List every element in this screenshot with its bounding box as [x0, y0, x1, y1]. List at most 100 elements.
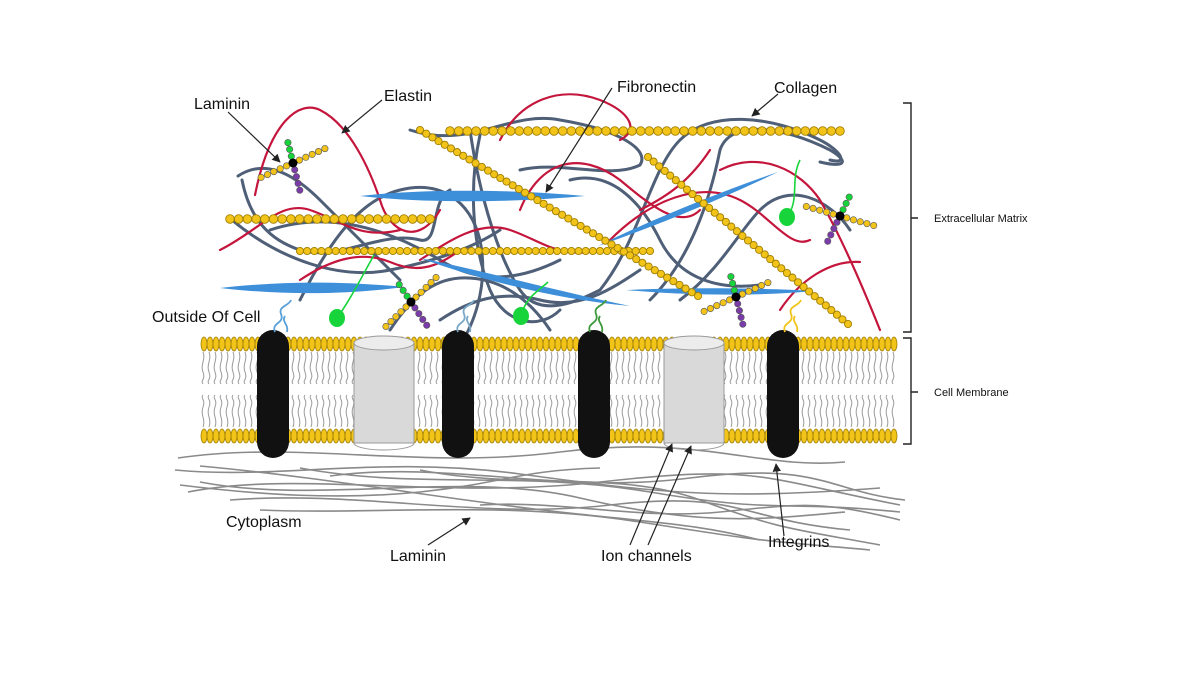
lipid-head	[866, 336, 874, 352]
collagen-bead	[592, 126, 603, 136]
lipid-tail	[213, 394, 217, 428]
collagen-bead	[826, 126, 837, 136]
collagen-fiber	[471, 133, 562, 324]
collagen-bead	[682, 185, 691, 194]
collagen-bead	[603, 246, 612, 256]
laminin-molecule	[700, 273, 772, 328]
collagen-bead	[471, 159, 480, 168]
collagen-fiber	[598, 117, 843, 292]
lipid-tail	[825, 351, 829, 385]
lipid-tail	[495, 394, 499, 428]
laminin-domain	[870, 221, 878, 229]
laminin-domain	[706, 305, 714, 313]
lipid-head	[614, 336, 622, 352]
ion-channel-top	[353, 335, 415, 351]
elastin-fiber	[518, 162, 702, 219]
integrin	[442, 330, 474, 458]
collagen-bead	[766, 255, 775, 264]
lipid-tail	[741, 351, 745, 385]
collagen-bead	[669, 277, 678, 286]
laminin-domain	[764, 279, 772, 287]
collagen-bead	[609, 126, 620, 136]
collagen-bead	[360, 246, 369, 256]
collagen-bead	[738, 231, 747, 240]
collagen-bead	[277, 214, 287, 224]
collagen-bead	[459, 151, 468, 160]
ligand-strand	[783, 299, 802, 333]
lipid-head	[212, 428, 220, 444]
lipid-head	[566, 336, 574, 352]
collagen-bead	[488, 126, 499, 136]
collagen-bead	[510, 246, 519, 256]
lipid-head	[482, 336, 490, 352]
lipid-tail	[633, 351, 637, 385]
collagen-bead	[679, 126, 689, 136]
collagen-bead	[324, 246, 333, 256]
green-ligand	[779, 159, 801, 226]
lipid-tail	[309, 351, 313, 385]
laminin-domain	[291, 166, 299, 174]
lipid-tail	[645, 351, 649, 385]
lipid-head	[878, 336, 886, 352]
lipid-tail	[207, 394, 211, 428]
lipid-head	[734, 336, 742, 352]
laminin-domain	[292, 173, 300, 181]
collagen-bead	[638, 246, 647, 256]
laminin-domain	[427, 278, 435, 286]
lipid-head	[242, 336, 250, 352]
lipid-head	[740, 336, 748, 352]
lipid-head	[638, 336, 646, 352]
lipid-head	[248, 428, 256, 444]
lipid-head	[626, 336, 634, 352]
laminin-domain	[719, 299, 727, 307]
cytoskeleton-fiber	[299, 467, 901, 513]
collagen-bead	[502, 177, 511, 186]
lipid-head	[740, 428, 748, 444]
collagen-bead	[481, 246, 490, 256]
collagen-bead-chain	[295, 246, 655, 256]
leader-laminin-top	[227, 111, 281, 163]
collagen-bead	[601, 126, 611, 136]
integrin-ligands	[273, 299, 802, 333]
lipid-tail	[417, 351, 421, 385]
lipid-head	[824, 428, 832, 444]
lipid-tail	[831, 351, 835, 385]
collagen-bead	[415, 125, 425, 135]
laminin-domain	[745, 287, 753, 295]
collagen-bead	[588, 246, 597, 256]
lipid-tail	[843, 394, 847, 428]
lipid-head	[860, 336, 868, 352]
collagen-bead	[465, 155, 474, 164]
lipid-tail	[651, 394, 655, 428]
collagen-bead	[310, 246, 319, 256]
collagen-bead	[760, 250, 769, 259]
lipid-tail	[651, 351, 655, 385]
lipid-head	[890, 428, 898, 444]
lipid-tail	[339, 351, 343, 385]
collagen-bead	[613, 243, 622, 253]
lipid-head	[344, 428, 352, 444]
lipid-tail	[741, 394, 745, 428]
collagen-bead	[632, 255, 641, 264]
lipid-tail	[231, 394, 235, 428]
bracket-lines	[903, 102, 918, 445]
collagen-bead	[381, 246, 390, 256]
collagen-bead	[497, 126, 507, 136]
laminin-domain	[809, 204, 817, 212]
collagen-bead	[765, 126, 776, 136]
elastin-fiber	[218, 207, 402, 252]
lipid-head	[476, 336, 484, 352]
lipid-head	[332, 336, 340, 352]
collagen-bead	[471, 126, 481, 136]
lipid-tail	[861, 394, 865, 428]
lipid-tail	[837, 394, 841, 428]
collagen-bead	[799, 282, 808, 291]
lipid-tail	[729, 394, 733, 428]
collagen-bead	[514, 184, 523, 194]
lipid-tail	[291, 394, 295, 428]
lipid-head	[620, 428, 628, 444]
collagen-bead	[777, 264, 786, 273]
collagen-bead	[771, 259, 780, 268]
collagen-bead	[390, 214, 400, 224]
lipid-head	[644, 428, 652, 444]
